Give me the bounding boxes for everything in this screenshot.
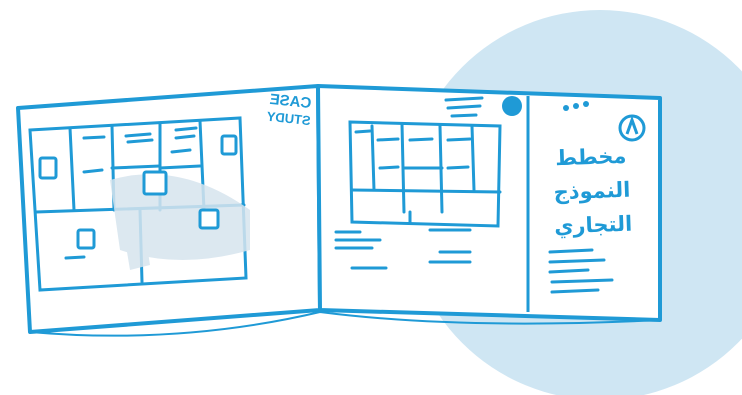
case-study-label: CASE STUDY bbox=[266, 91, 314, 128]
title-line-1: مخطط النموذج bbox=[520, 138, 662, 211]
page-title: مخطط النموذج التجاري bbox=[520, 138, 663, 245]
title-line-2: التجاري bbox=[523, 206, 664, 245]
avatar-dot-icon bbox=[502, 96, 522, 116]
